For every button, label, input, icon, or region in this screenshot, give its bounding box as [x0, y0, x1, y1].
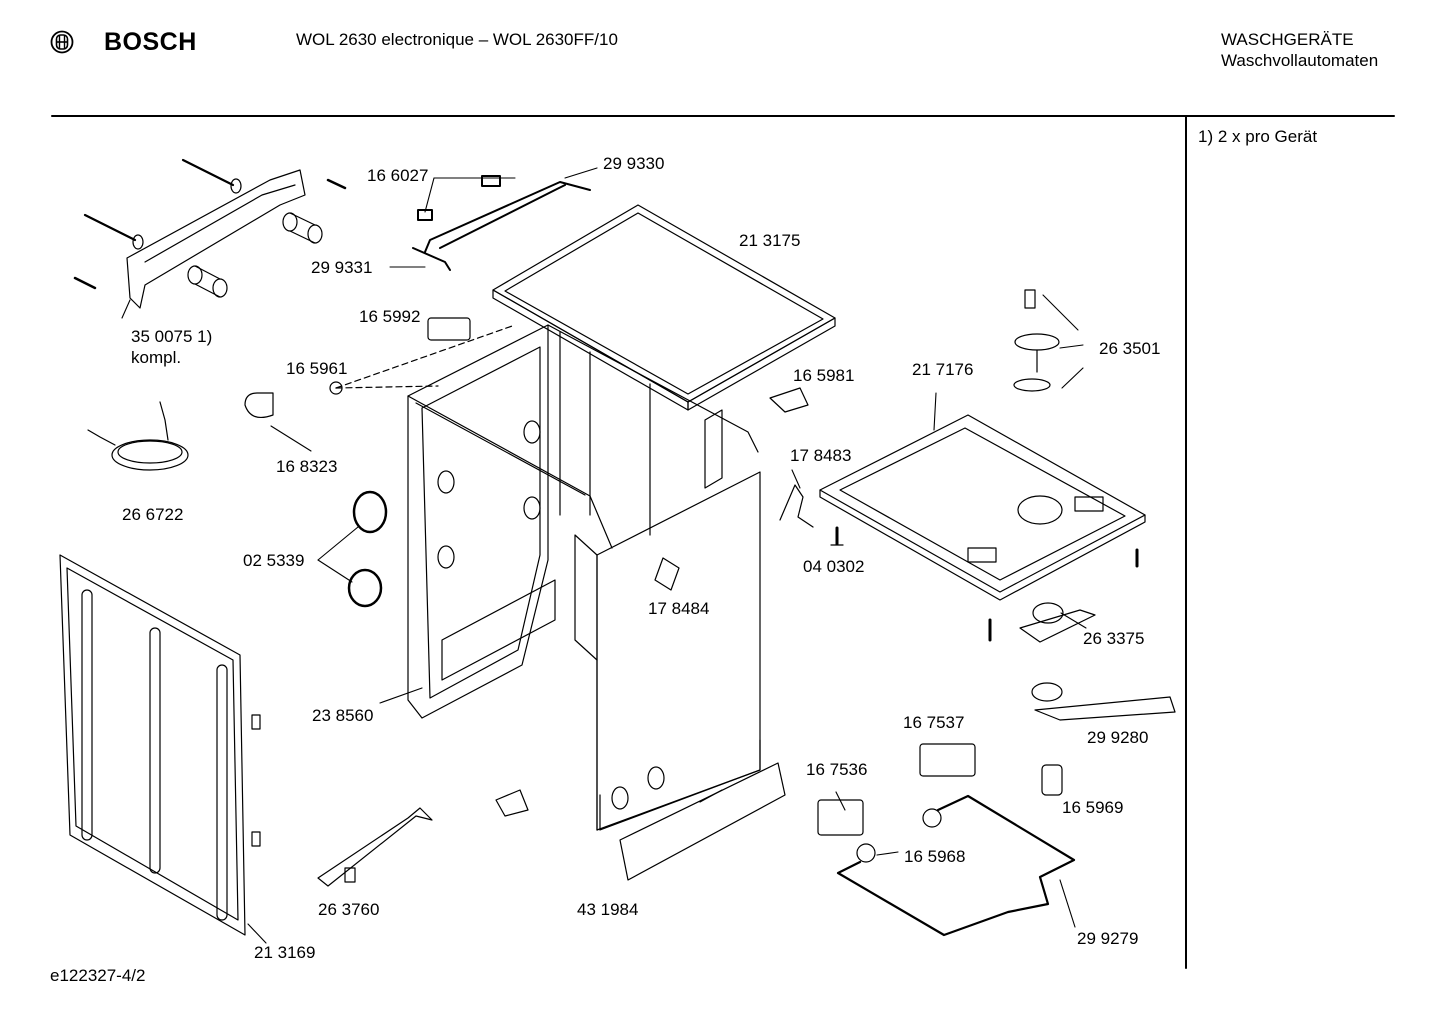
part-label: 17 8484	[648, 599, 710, 618]
leader-lines	[121, 167, 1087, 944]
clip-168323	[244, 392, 274, 418]
bracket-small	[495, 789, 529, 817]
part-label: 26 3501	[1099, 339, 1161, 358]
part-label: 16 5992	[359, 307, 421, 326]
part-label: 21 3175	[739, 231, 801, 250]
part-label: 17 8483	[790, 446, 852, 465]
part-label: 04 0302	[803, 557, 865, 576]
part-label: 16 5968	[904, 847, 966, 866]
footnote: 1) 2 x pro Gerät	[1198, 127, 1318, 146]
screw-pair	[988, 548, 1139, 642]
part-label: kompl.	[131, 348, 182, 367]
part-label: 23 8560	[312, 706, 374, 725]
spacer-sleeve	[187, 265, 228, 298]
spacer-sleeve	[282, 212, 323, 244]
document-id: e122327-4/2	[50, 966, 146, 985]
part-label: 29 9280	[1087, 728, 1149, 747]
model-title: WOL 2630 electronique – WOL 2630FF/10	[296, 30, 618, 49]
part-label: 29 9330	[603, 154, 665, 173]
brand-name: BOSCH	[104, 28, 197, 56]
plug-165968b	[856, 843, 876, 863]
part-label: 16 5969	[1062, 798, 1124, 817]
category-title: WASCHGERÄTE	[1221, 30, 1354, 49]
part-label: 26 3760	[318, 900, 380, 919]
gasket-025339	[347, 490, 388, 608]
foot-part-263501	[1013, 289, 1060, 392]
part-label: 16 5961	[286, 359, 348, 378]
grommet-165961	[329, 381, 343, 395]
part-label: 16 7536	[806, 760, 868, 779]
part-label: 16 6027	[367, 166, 429, 185]
leader-dashed	[335, 324, 516, 389]
module-167537	[919, 743, 976, 777]
bracket-part	[73, 158, 347, 309]
part-label: 16 8323	[276, 457, 338, 476]
hook-178483	[779, 484, 814, 528]
part-label: 26 6722	[122, 505, 184, 524]
hook-178484	[654, 557, 680, 591]
leader-dashed	[335, 385, 439, 389]
cap-165981	[769, 387, 809, 413]
part-label: 29 9331	[311, 258, 373, 277]
part-label: 43 1984	[577, 900, 639, 919]
screw-040302	[830, 526, 844, 546]
bracket-165992	[427, 317, 471, 341]
fascia-431984	[619, 762, 786, 881]
plug-165968a	[922, 808, 942, 828]
cable-harness-part	[412, 175, 591, 271]
part-label: 29 9279	[1077, 929, 1139, 948]
cabinet-part	[407, 324, 761, 831]
part-label: 16 5981	[793, 366, 855, 385]
wrench-head	[344, 867, 356, 883]
module-167536	[817, 799, 864, 836]
back-panel-part	[59, 554, 261, 936]
pump-263375	[1019, 602, 1096, 643]
heater-wire-299279	[836, 794, 1076, 937]
wrench-263760	[317, 807, 433, 887]
subcategory-title: Waschvollautomaten	[1221, 51, 1379, 70]
bosch-logo-icon	[50, 30, 74, 54]
power-cable-266722	[87, 401, 189, 471]
part-label: 02 5339	[243, 551, 305, 570]
outlet-299280	[1031, 682, 1176, 721]
part-label: 21 7176	[912, 360, 974, 379]
connector-165969	[1041, 764, 1063, 796]
part-label: 16 7537	[903, 713, 965, 732]
part-label: 21 3169	[254, 943, 316, 962]
base-frame-part	[819, 414, 1146, 601]
brand: BOSCH	[50, 28, 197, 56]
part-label: 26 3375	[1083, 629, 1145, 648]
part-label: 35 0075 1)	[131, 327, 213, 346]
